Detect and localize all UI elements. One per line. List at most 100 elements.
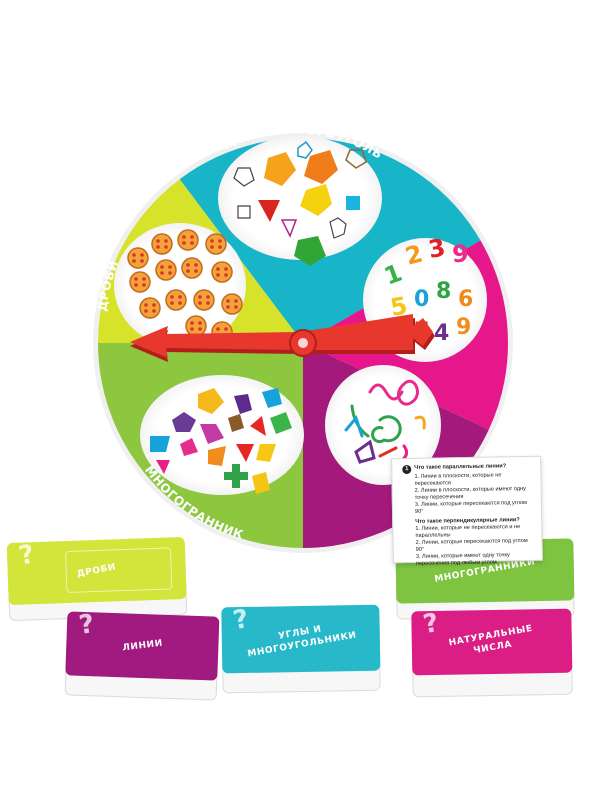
pizza-icon <box>211 261 233 283</box>
pizza-topping <box>178 301 182 305</box>
pizza-topping <box>178 295 182 299</box>
pizza-topping <box>234 299 238 303</box>
pizza-topping <box>218 239 222 243</box>
pizza-icon <box>129 271 151 293</box>
pizza-topping <box>164 245 168 249</box>
pizza-topping <box>190 321 194 325</box>
pizza-topping <box>164 239 168 243</box>
deck-top-card: ? ДРОБИ <box>6 536 187 606</box>
pizza-fraction-icons <box>127 229 243 343</box>
pizza-topping <box>156 239 160 243</box>
question-1-answer: 3. Линии, которые пересекаются под углом… <box>414 499 528 515</box>
pizza-topping <box>160 265 164 269</box>
pizza-topping <box>198 295 202 299</box>
pizza-icon <box>139 297 161 319</box>
polygon-shape-icons <box>150 388 292 494</box>
pizza-topping <box>216 273 220 277</box>
card-deck-fractions[interactable]: ? ДРОБИ <box>6 536 188 622</box>
illustration-splash <box>218 136 382 260</box>
pizza-topping <box>198 327 202 331</box>
pizza-topping <box>210 239 214 243</box>
pizza-topping <box>182 235 186 239</box>
pizza-topping <box>144 303 148 307</box>
deck-top-card: ? УГЛЫ И МНОГОУГОЛЬНИКИ <box>221 604 381 674</box>
pizza-topping <box>206 295 210 299</box>
pizza-topping <box>134 277 138 281</box>
pizza-topping <box>186 263 190 267</box>
pizza-icon <box>127 247 149 269</box>
pizza-icon <box>193 289 215 311</box>
deck-top-card: ? ЛИНИИ <box>65 611 220 681</box>
card-deck-lines[interactable]: ? ЛИНИИ <box>64 611 220 701</box>
pizza-topping <box>170 295 174 299</box>
pizza-topping <box>198 301 202 305</box>
svg-text:2: 2 <box>402 239 425 270</box>
question-mark-icon: ? <box>420 608 442 641</box>
question-mark-icon: ? <box>230 604 252 637</box>
pizza-topping <box>142 283 146 287</box>
spinner-arrow-icon[interactable] <box>130 314 435 362</box>
pizza-topping <box>142 277 146 281</box>
pizza-topping <box>152 303 156 307</box>
pizza-topping <box>140 259 144 263</box>
card-deck-angles[interactable]: ? УГЛЫ И МНОГОУГОЛЬНИКИ <box>221 604 381 694</box>
pizza-topping <box>182 241 186 245</box>
svg-text:9: 9 <box>452 240 469 268</box>
pizza-topping <box>132 253 136 257</box>
pizza-topping <box>224 327 228 331</box>
pizza-topping <box>168 265 172 269</box>
svg-text:5: 5 <box>388 291 409 321</box>
angles-sector-label: УГЛЫ И МНОГОУГОЛЬНИКИ <box>0 0 385 162</box>
svg-text:9: 9 <box>456 315 471 340</box>
question-mark-icon: ? <box>16 539 38 572</box>
svg-text:8: 8 <box>436 279 451 304</box>
pizza-topping <box>218 245 222 249</box>
pizza-icon <box>185 315 207 337</box>
pizza-icon <box>155 259 177 281</box>
pizza-topping <box>160 271 164 275</box>
pizza-topping <box>198 321 202 325</box>
card-deck-natural-numbers[interactable]: ? НАТУРАЛЬНЫЕ ЧИСЛА <box>411 608 573 698</box>
question-card[interactable]: 1 Что такое параллельные линии? 1. Линии… <box>391 455 543 567</box>
pizza-topping <box>132 259 136 263</box>
pizza-topping <box>152 309 156 313</box>
deck-top-card: ? НАТУРАЛЬНЫЕ ЧИСЛА <box>411 608 573 676</box>
pizza-topping <box>156 245 160 249</box>
pizza-topping <box>194 269 198 273</box>
line-doodle-icons <box>344 379 426 464</box>
pizza-topping <box>206 301 210 305</box>
pizza-topping <box>226 305 230 309</box>
pizza-topping <box>234 305 238 309</box>
question-2-answer: 3. Линии, которые имеют одну точку перес… <box>415 552 510 567</box>
pizza-icon <box>177 229 199 251</box>
pizza-icon <box>181 257 203 279</box>
illustration-splash <box>325 365 441 485</box>
pizza-icon <box>151 233 173 255</box>
pizza-topping <box>144 309 148 313</box>
pizza-topping <box>190 235 194 239</box>
deck-label: ЛИНИИ <box>121 638 164 654</box>
question-number-badge: 1 <box>402 464 412 475</box>
pizza-icon <box>165 289 187 311</box>
polyhedron-icons <box>233 140 367 266</box>
pizza-topping <box>226 299 230 303</box>
pizza-topping <box>190 241 194 245</box>
svg-text:0: 0 <box>414 287 429 312</box>
pizza-topping <box>216 267 220 271</box>
pizza-topping <box>168 271 172 275</box>
pizza-topping <box>190 327 194 331</box>
pizza-icon <box>205 233 227 255</box>
svg-text:3: 3 <box>426 233 447 263</box>
pizza-topping <box>194 263 198 267</box>
svg-text:6: 6 <box>458 287 473 312</box>
pizza-topping <box>134 283 138 287</box>
pizza-icon <box>221 293 243 315</box>
pizza-topping <box>216 327 220 331</box>
question-1-title: Что такое параллельные линии? <box>414 463 507 471</box>
pizza-topping <box>224 273 228 277</box>
pizza-topping <box>224 267 228 271</box>
pizza-topping <box>170 301 174 305</box>
svg-text:УГЛЫ И МНОГОУГОЛЬНИКИ: УГЛЫ И МНОГОУГОЛЬНИКИ <box>0 0 385 162</box>
